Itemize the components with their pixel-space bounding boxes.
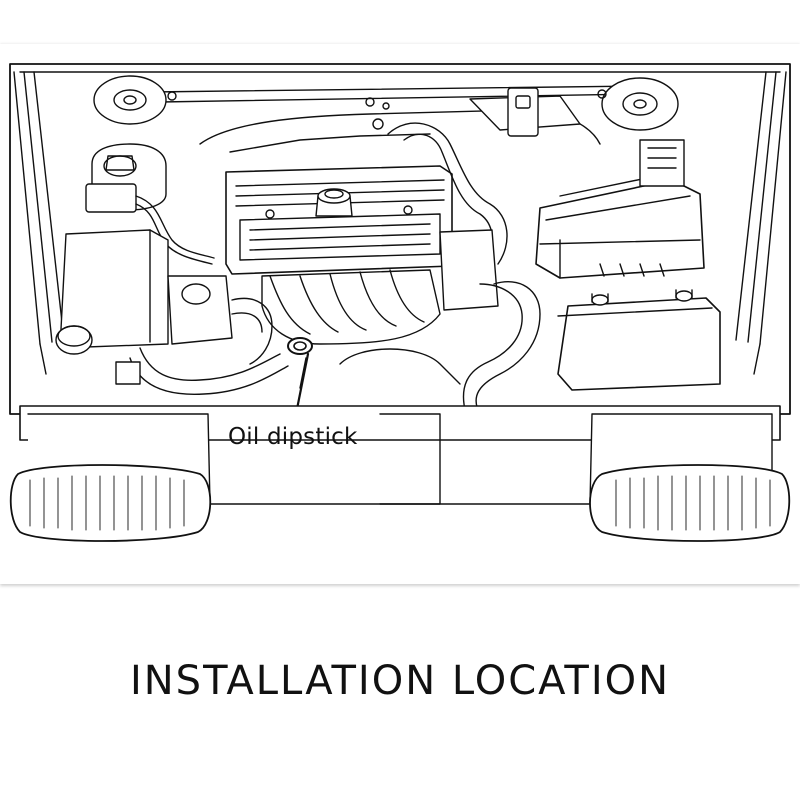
- air-filter-box: [536, 140, 704, 278]
- engine-bay-drawing: [0, 44, 800, 584]
- engine-bay-figure: Oil dipstick: [0, 44, 800, 584]
- washer-tank: [56, 230, 168, 354]
- firewall: [200, 88, 600, 152]
- right-headlight: [590, 465, 789, 541]
- radiator-hoses: [116, 276, 460, 394]
- left-headlight: [11, 465, 211, 541]
- oil-dipstick-label: Oil dipstick: [228, 424, 358, 450]
- engine-block: [226, 166, 452, 344]
- bay-frame: [10, 64, 790, 414]
- coolant-reservoir: [86, 144, 214, 264]
- battery: [558, 290, 720, 390]
- strut-tower-bar: [94, 76, 678, 130]
- page-caption: INSTALLATION LOCATION: [129, 658, 671, 704]
- intake-hose: [388, 123, 540, 414]
